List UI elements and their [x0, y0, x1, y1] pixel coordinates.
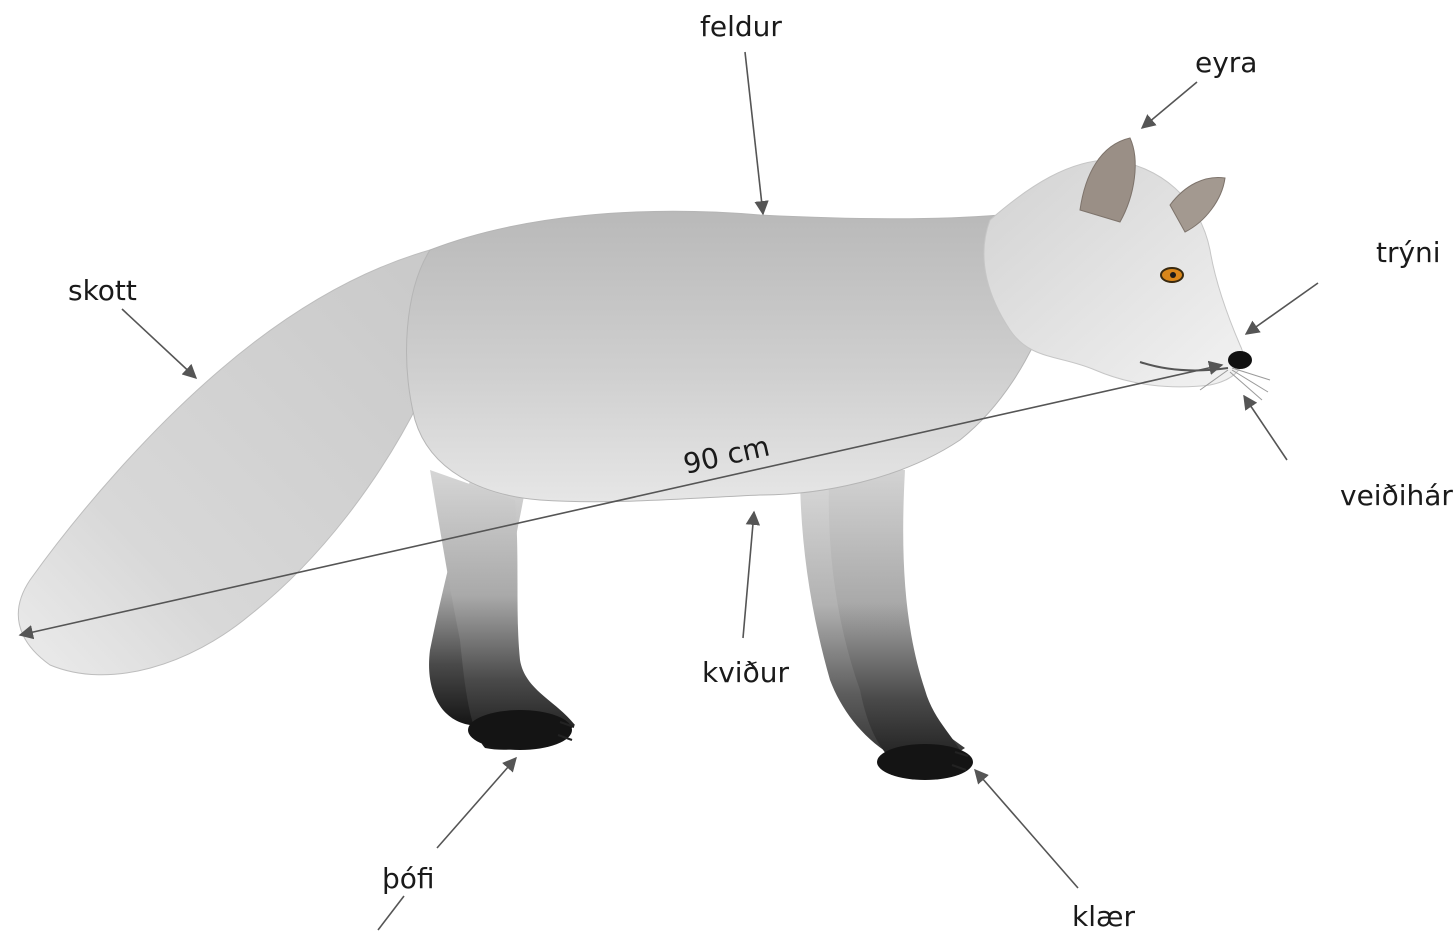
label-tryni-text: trýni: [1376, 236, 1441, 269]
label-kvidur: kviður: [702, 512, 789, 689]
label-tryni: trýni: [1246, 236, 1441, 334]
label-klaer: klær: [975, 770, 1135, 933]
arrow-tryni: [1246, 283, 1318, 334]
fox-tail: [18, 250, 430, 675]
arrow-feldur: [745, 52, 763, 214]
arrow-veidihar: [1244, 396, 1287, 460]
arrow-skott: [122, 309, 196, 378]
arrow-kvidur: [743, 512, 754, 638]
fox-paw-front: [877, 744, 973, 780]
fox-illustration: [18, 138, 1270, 780]
fox-paw-hind: [468, 710, 572, 750]
label-skott: skott: [68, 274, 196, 378]
label-skott-text: skott: [68, 274, 137, 307]
label-klaer-text: klær: [1072, 900, 1135, 933]
label-feldur-text: feldur: [700, 10, 782, 43]
label-veidihar: veiðihár: [1244, 396, 1453, 512]
arrow-pofi-tail: [378, 896, 404, 930]
label-eyra: eyra: [1142, 46, 1257, 128]
fox-front-leg-near: [829, 460, 968, 778]
arrow-klaer: [975, 770, 1078, 888]
label-kvidur-text: kviður: [702, 656, 789, 689]
fox-nose: [1228, 351, 1252, 369]
label-pofi-text: þófi: [382, 862, 435, 895]
label-veidihar-text: veiðihár: [1340, 479, 1453, 512]
label-eyra-text: eyra: [1195, 46, 1257, 79]
arrow-pofi: [437, 758, 516, 848]
label-feldur: feldur: [700, 10, 782, 214]
arrow-eyra: [1142, 82, 1197, 128]
label-pofi: þófi: [378, 758, 516, 930]
